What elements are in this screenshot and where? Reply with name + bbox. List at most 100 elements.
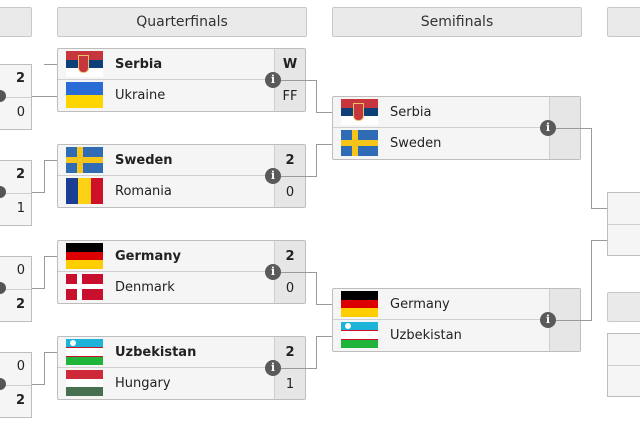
team-name: Sweden (115, 153, 173, 168)
connector (44, 352, 57, 353)
team-name: Hungary (115, 376, 171, 391)
serbia-flag (66, 51, 103, 77)
match-slot-team-1[interactable]: Uzbekistan (58, 337, 274, 368)
score-team-1: 2 (285, 153, 295, 168)
connector (556, 320, 591, 321)
previous-match-3-info-icon[interactable] (0, 282, 6, 294)
team-name: Uzbekistan (115, 345, 197, 360)
connector (316, 272, 317, 304)
match-info-icon[interactable]: i (540, 120, 556, 136)
previous-match-3-score-2: 2 (15, 297, 25, 312)
match-slot-team-2[interactable]: Ukraine (58, 80, 274, 111)
previous-match-4-score-1: 0 (16, 359, 25, 374)
score-team-1: 2 (285, 249, 295, 264)
match-slot-team-2[interactable]: Hungary (58, 368, 274, 399)
team-name: Serbia (390, 105, 432, 120)
romania-flag (66, 178, 103, 204)
team-name: Ukraine (115, 88, 166, 103)
team-name: Denmark (115, 280, 175, 295)
match-info-icon[interactable]: i (265, 72, 281, 88)
next-round-header (607, 7, 640, 37)
germany-flag (66, 243, 103, 269)
match-info-icon[interactable]: i (265, 168, 281, 184)
connector (44, 352, 45, 385)
match-slot-team-1[interactable]: Germany (58, 241, 274, 272)
sweden-flag (341, 130, 378, 156)
quarterfinal-match-4[interactable]: Uzbekistan Hungary 2 1 i (57, 336, 306, 400)
uzbekistan-flag (341, 322, 378, 348)
connector (591, 208, 607, 209)
match-slot-team-2[interactable]: Uzbekistan (333, 320, 549, 351)
uzbekistan-flag (66, 339, 103, 365)
match-info-icon[interactable]: i (540, 312, 556, 328)
quarterfinal-match-2[interactable]: Sweden Romania 2 0 i (57, 144, 306, 208)
previous-match-2-score-1: 2 (15, 167, 25, 182)
connector (556, 128, 591, 129)
connector (591, 128, 592, 208)
team-name: Uzbekistan (390, 328, 462, 343)
team-name: Germany (115, 249, 181, 264)
match-slot-team-2[interactable]: Sweden (333, 128, 549, 159)
final-match[interactable] (607, 192, 640, 256)
connector (281, 80, 316, 81)
connector (591, 240, 592, 321)
third-place-header (607, 292, 640, 322)
match-slot-team-2[interactable]: Romania (58, 176, 274, 207)
connector (591, 240, 607, 241)
score-team-1: 2 (285, 345, 295, 360)
previous-match-4-info-icon[interactable] (0, 378, 6, 390)
connector (316, 112, 332, 113)
quarterfinal-match-3[interactable]: Germany Denmark 2 0 i (57, 240, 306, 304)
score-team-1: W (282, 57, 298, 72)
connector (44, 160, 57, 161)
team-name: Germany (390, 297, 450, 312)
semifinal-match-1[interactable]: Serbia Sweden i (332, 96, 581, 160)
connector (281, 176, 316, 177)
connector (316, 336, 317, 369)
previous-match-3-score-1: 0 (16, 263, 25, 278)
hungary-flag (66, 370, 103, 396)
team-name: Romania (115, 184, 172, 199)
previous-match-3[interactable]: 0 2 (0, 256, 32, 322)
team-name: Serbia (115, 57, 163, 72)
connector (316, 336, 332, 337)
serbia-flag (341, 99, 378, 125)
match-slot-team-1[interactable]: Sweden (58, 145, 274, 176)
connector (316, 144, 317, 177)
connector (316, 144, 332, 145)
connector (32, 384, 44, 385)
previous-match-4-score-2: 2 (15, 393, 25, 408)
semifinal-match-2[interactable]: Germany Uzbekistan i (332, 288, 581, 352)
sweden-flag (66, 147, 103, 173)
match-info-icon[interactable]: i (265, 360, 281, 376)
previous-match-1-info-icon[interactable] (0, 90, 6, 102)
round-header-semifinals: Semifinals (332, 7, 582, 37)
connector (44, 160, 45, 193)
match-slot-team-2[interactable]: Denmark (58, 272, 274, 303)
previous-match-1-score-2: 0 (16, 105, 25, 120)
match-slot-team-1[interactable]: Germany (333, 289, 549, 320)
connector (32, 192, 44, 193)
previous-match-2-info-icon[interactable] (0, 186, 6, 198)
connector (32, 96, 57, 97)
connector (316, 80, 317, 112)
connector (32, 288, 44, 289)
connector (44, 64, 57, 65)
germany-flag (341, 291, 378, 317)
previous-match-2-score-2: 1 (16, 201, 25, 216)
denmark-flag (66, 274, 103, 300)
connector (281, 368, 316, 369)
team-name: Sweden (390, 136, 442, 151)
match-slot-team-1[interactable]: Serbia (58, 49, 274, 80)
previous-round-header (0, 7, 32, 37)
connector (281, 272, 316, 273)
ukraine-flag (66, 82, 103, 108)
match-info-icon[interactable]: i (265, 264, 281, 280)
previous-match-1-score-1: 2 (15, 71, 25, 86)
third-place-match[interactable] (607, 333, 640, 397)
connector (44, 256, 45, 289)
round-header-quarterfinals: Quarterfinals (57, 7, 307, 37)
connector (44, 256, 57, 257)
match-slot-team-1[interactable]: Serbia (333, 97, 549, 128)
quarterfinal-match-1[interactable]: Serbia Ukraine W FF i (57, 48, 306, 112)
